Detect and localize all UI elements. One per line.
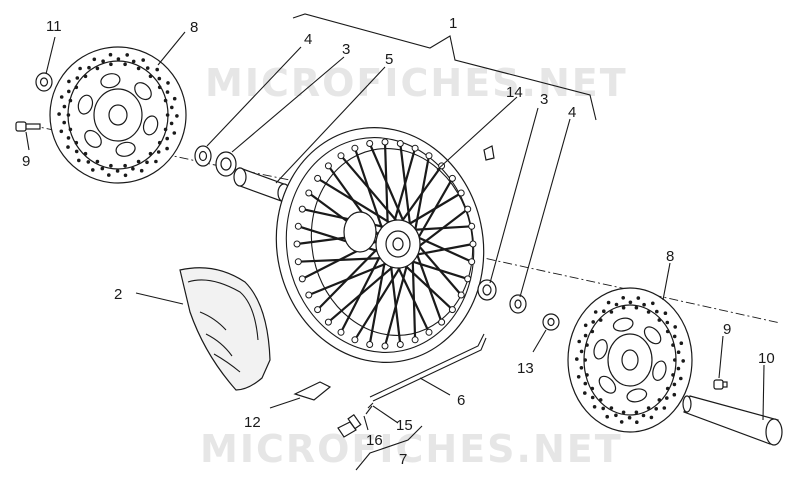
rim-tape-2	[179, 267, 271, 391]
disc-carrier-windows	[593, 317, 667, 403]
callout-9-right: 9	[723, 321, 731, 338]
plate-12	[293, 381, 332, 401]
callout-8-left: 8	[190, 19, 198, 36]
rod-6	[369, 333, 487, 402]
watermark-top: MICROFICHES.NET	[205, 61, 628, 105]
right-brake-disc	[567, 287, 693, 433]
disc-screw-left	[15, 121, 41, 132]
valve-16	[337, 413, 362, 438]
spacer-tube-5	[233, 167, 291, 203]
callout-10: 10	[758, 350, 775, 367]
disc-drill-holes	[575, 296, 685, 425]
callout-4-right: 4	[568, 104, 576, 121]
seal-ring-4-right	[509, 294, 527, 314]
disc-carrier-windows	[77, 73, 159, 157]
disc-drill-holes	[57, 52, 179, 178]
bearing-3-right	[477, 279, 497, 301]
wheel-hub	[343, 211, 421, 269]
callout-15: 15	[396, 417, 413, 434]
seal-ring-4-left	[194, 145, 212, 167]
left-brake-disc	[49, 46, 187, 184]
callout-14: 14	[506, 84, 523, 101]
callout-2: 2	[114, 286, 122, 303]
leader-lines	[25, 31, 765, 471]
spacer-bush-11	[35, 72, 53, 92]
callout-5: 5	[385, 51, 393, 68]
callout-16: 16	[366, 432, 383, 449]
callout-3-left: 3	[342, 41, 350, 58]
callout-9-left: 9	[22, 153, 30, 170]
callout-4-left: 4	[304, 31, 312, 48]
disc-screw-right	[713, 379, 728, 390]
valve-core-15	[365, 402, 374, 415]
callout-11: 11	[46, 18, 62, 35]
wheel-spokes	[293, 138, 477, 350]
callout-1: 1	[449, 15, 457, 32]
callout-13: 13	[517, 360, 534, 377]
bearing-3-left	[215, 151, 237, 177]
wheel-axle-10	[682, 395, 783, 446]
spacer-13	[542, 313, 560, 331]
callout-8-right: 8	[666, 248, 674, 265]
assembly-bracket-1	[292, 13, 597, 121]
callout-7: 7	[399, 451, 407, 468]
callout-3-right: 3	[540, 91, 548, 108]
spoked-wheel-rim	[275, 127, 485, 363]
bolt-14	[483, 145, 495, 161]
callout-12: 12	[244, 414, 261, 431]
watermark-bottom: MICROFICHES.NET	[200, 427, 623, 471]
callout-6: 6	[457, 392, 465, 409]
